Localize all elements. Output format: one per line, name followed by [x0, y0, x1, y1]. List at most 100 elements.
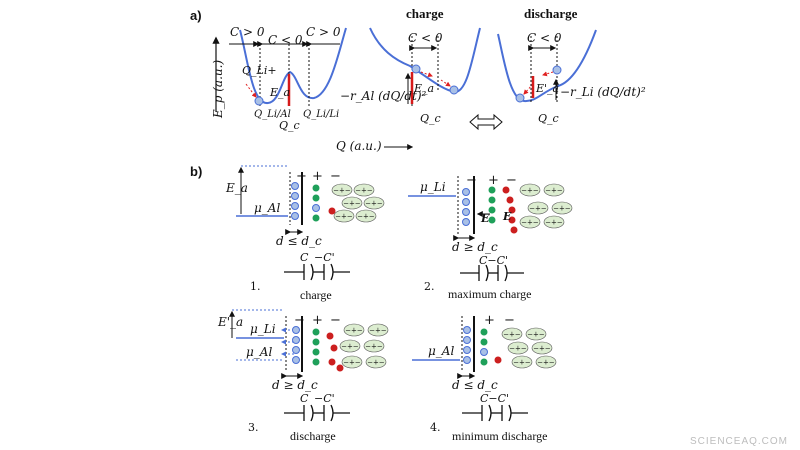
li-ion-circle	[291, 212, 299, 220]
movement-arrow	[523, 83, 534, 95]
label-q-li-al: Q_Li/Al	[254, 109, 291, 120]
label-mu-al: μ_Al	[428, 344, 454, 358]
anion-charge-mark: −+−	[529, 205, 547, 213]
panel-a: a) charge discharge E_p (a.u.) C > 0 C <…	[190, 6, 646, 153]
red-ion	[508, 206, 516, 214]
green-ion	[312, 358, 320, 366]
state-1-label: charge	[300, 288, 332, 302]
state-4-number: 4.	[430, 421, 441, 434]
anion-charge-mark: −+−	[355, 187, 373, 195]
minus-sign: −	[294, 313, 305, 328]
plus-sign: +	[484, 313, 495, 328]
capacitor-symbol	[284, 263, 350, 281]
label-cap-pair: C−C'	[480, 392, 509, 405]
label-field-e: E	[480, 212, 490, 225]
panel-a-tag: a)	[190, 8, 202, 23]
anion-cluster: −+−−+−−+−−+−−+−−+−	[519, 183, 573, 229]
label-c-lt0: C < 0	[408, 31, 443, 45]
label-c-lt0: C < 0	[527, 31, 562, 45]
minus-sign: −	[330, 169, 341, 184]
label-c-gt0: C > 0	[306, 25, 341, 39]
green-ion	[488, 196, 496, 204]
panel-b-tag: b)	[190, 164, 202, 179]
red-ion	[510, 226, 518, 234]
label-e-a-prime: E'_a	[535, 82, 559, 95]
li-ion-circle	[515, 93, 525, 103]
x-axis-label: Q (a.u.)	[336, 139, 382, 153]
label-d-ge-dc: d ≥ d_c	[272, 378, 318, 392]
double-arrow-icon	[469, 113, 503, 131]
plus-sign: +	[312, 313, 323, 328]
label-mu-li: μ_Li	[250, 322, 276, 336]
label-field-e: E	[502, 210, 512, 223]
potential-curve-double-well	[239, 27, 347, 104]
li-ion-circle	[292, 336, 300, 344]
label-c-lt0: C < 0	[268, 33, 303, 47]
state-3-label: discharge	[290, 429, 336, 443]
red-ion	[502, 186, 510, 194]
green-ion	[480, 358, 488, 366]
label-cap-pair: C−C'	[479, 254, 508, 267]
y-axis-label: E_p (a.u.)	[211, 60, 225, 119]
state-4-min-discharge: μ_Al + − −+−−+−−+−−+−−+−−+− d ≤	[412, 313, 557, 443]
green-ion	[312, 348, 320, 356]
li-ion-circle	[449, 85, 459, 95]
label-q-c: Q_c	[279, 119, 300, 132]
li-ion-circle	[291, 202, 299, 210]
label-e-a: E_a	[413, 82, 434, 95]
li-ion-circle	[462, 188, 470, 196]
capacitor-symbol	[460, 264, 524, 282]
panel-b: b) E_a μ_Al − + −	[190, 164, 573, 443]
li-ion-circle	[312, 204, 320, 212]
anion-charge-mark: −+−	[509, 345, 527, 353]
label-mu-li: μ_Li	[420, 180, 446, 194]
red-ion	[328, 207, 336, 215]
anion-charge-mark: −+−	[527, 331, 545, 339]
label-e-a-prime: E'_a	[217, 315, 243, 329]
red-ion	[508, 216, 516, 224]
state-2-max-charge: μ_Li − + − E E	[408, 173, 573, 301]
movement-arrow	[245, 83, 257, 98]
label-e-a: E_a	[225, 181, 248, 195]
anion-charge-mark: −+−	[333, 187, 351, 195]
title-charge: charge	[406, 6, 444, 21]
potential-curve-charge	[369, 27, 481, 94]
state-1-number: 1.	[250, 280, 261, 293]
label-mu-al: μ_Al	[254, 201, 280, 215]
label-q-c: Q_c	[420, 112, 441, 125]
red-ion	[326, 332, 334, 340]
potential-curve-discharge	[497, 29, 597, 103]
watermark: SCIENCEAQ.COM	[690, 436, 788, 447]
anion-charge-mark: −+−	[367, 359, 385, 367]
li-ion-circle	[292, 326, 300, 334]
minus-sign: −	[330, 313, 341, 328]
anion-charge-mark: −+−	[345, 327, 363, 335]
green-ion	[312, 214, 320, 222]
plus-sign: +	[312, 169, 323, 184]
anion-charge-mark: −+−	[537, 359, 555, 367]
movement-arrow	[542, 71, 554, 77]
capacitor-symbol	[284, 404, 350, 422]
li-ion-circle	[462, 218, 470, 226]
green-ion	[488, 216, 496, 224]
red-ion	[328, 358, 336, 366]
label-cap-c: C	[300, 392, 309, 405]
state-3-number: 3.	[248, 421, 259, 434]
anion-charge-mark: −+−	[545, 187, 563, 195]
movement-arrow	[440, 79, 451, 87]
li-ion-circle	[463, 346, 471, 354]
li-ion-circle	[463, 326, 471, 334]
anion-charge-mark: −+−	[521, 219, 539, 227]
label-q-li-plus: Q_Li+	[242, 64, 277, 77]
anion-cluster: −+−−+−−+−−+−−+−−+−	[331, 183, 385, 223]
green-ion	[480, 328, 488, 336]
plus-sign: +	[488, 173, 499, 188]
anion-charge-mark: −+−	[343, 359, 361, 367]
li-ion-circle	[480, 348, 488, 356]
red-ion	[336, 364, 344, 372]
anion-charge-mark: −+−	[335, 213, 353, 221]
state-3-discharge: E'_a μ_Li μ_Al − + −	[217, 309, 389, 443]
li-ion-circle	[291, 182, 299, 190]
label-cap-c: C	[300, 251, 309, 264]
li-ion-circle	[462, 208, 470, 216]
